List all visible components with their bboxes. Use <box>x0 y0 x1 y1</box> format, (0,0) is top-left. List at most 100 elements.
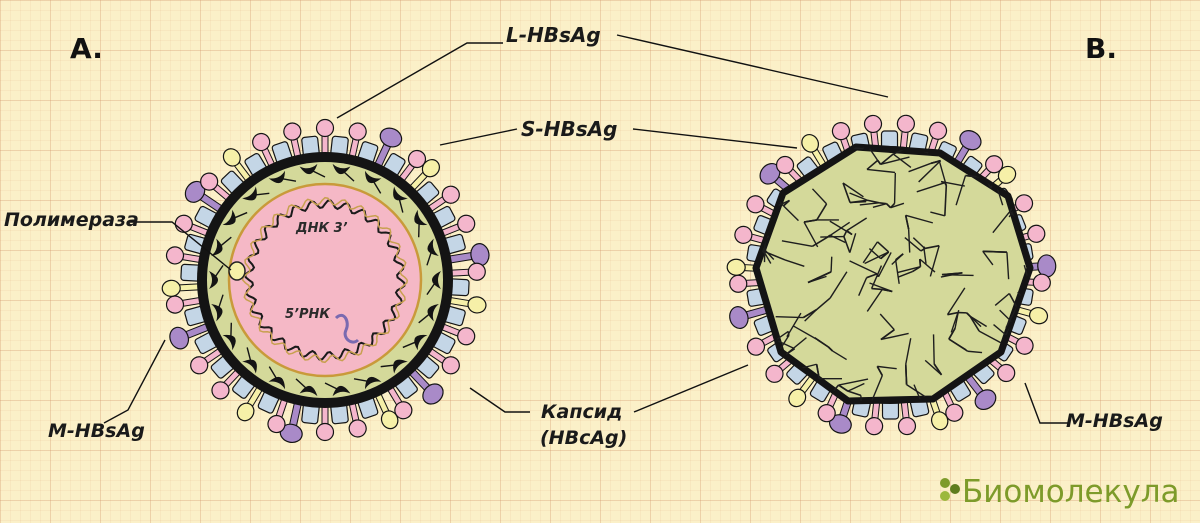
capsid-divider <box>278 177 297 182</box>
capsid-divider <box>216 294 224 312</box>
capsid-crack <box>860 395 863 401</box>
capsid-divider <box>380 363 399 368</box>
capsid-crack <box>756 181 758 187</box>
capsid-crack <box>944 185 948 216</box>
capsid-subunit-shape <box>393 186 408 201</box>
capsid-crack <box>838 378 869 386</box>
capsid-crack <box>938 159 947 186</box>
surface-antigen <box>729 303 777 330</box>
panel-label-a: A. <box>70 32 103 65</box>
capsid-subunit <box>427 238 439 256</box>
logo-text: Биомолекула <box>962 474 1180 510</box>
core-interior <box>227 182 423 378</box>
capsid-crack <box>846 217 868 232</box>
s-hbsag-head <box>897 416 917 436</box>
s-hbsag-head <box>863 114 883 134</box>
capsid-crack <box>847 382 865 392</box>
leader-s-hbsag-a <box>439 128 518 146</box>
capsid-crack <box>804 309 818 322</box>
capsid-crack <box>784 259 805 268</box>
capsid-crack <box>998 395 1008 401</box>
capsid-crack <box>882 288 893 293</box>
capsid-divider <box>230 211 248 221</box>
capsid-subunit <box>268 170 285 184</box>
capsid-divider <box>230 322 233 341</box>
capsid-crack <box>811 188 828 205</box>
leader-capsid-a <box>469 387 530 413</box>
capsid-divider <box>212 264 224 281</box>
capsid-crack <box>904 237 922 252</box>
capsid-crack <box>904 364 908 385</box>
capsid-crack <box>893 172 897 204</box>
capsid-subunit-shape <box>268 170 285 184</box>
leader-lines <box>103 34 1070 424</box>
capsid-crack <box>796 147 800 151</box>
capsid-subunit-shape <box>427 304 439 322</box>
capsid-divider <box>324 382 342 392</box>
capsid-crack <box>867 199 880 204</box>
capsid-crack <box>978 330 1002 344</box>
s-hbsag-head <box>831 122 851 141</box>
dna-label: ДНК 3’ <box>295 221 348 236</box>
capsid-crack <box>779 335 790 350</box>
capsid-crack <box>913 384 922 401</box>
capsid-crack <box>803 219 817 223</box>
s-hbsag-head <box>1014 194 1034 213</box>
capsid-crack <box>877 159 882 165</box>
capsid-crack <box>843 230 848 237</box>
label-s-hbsag: S-HBsAg <box>521 117 617 141</box>
virion-a: ДНК 3’ 5’РНК <box>161 118 490 444</box>
logo-dot-icon <box>950 484 960 494</box>
capsid-subunit <box>211 238 223 256</box>
capsid-crack <box>923 246 927 264</box>
capsid-divider <box>426 248 434 266</box>
capsid-subunit <box>414 334 428 351</box>
l-hbsag-head <box>379 127 403 148</box>
capsid-crack <box>897 270 913 278</box>
capsid-crack <box>908 162 932 173</box>
capsid-crack <box>948 327 956 340</box>
s-hbsag-head <box>457 327 476 346</box>
capsid-crack <box>994 395 1008 401</box>
capsid-crack <box>892 153 912 168</box>
capsid-crack <box>866 273 878 279</box>
capsid-subunit-shape <box>242 186 257 201</box>
capsid-subunit-shape <box>414 334 428 351</box>
capsid-crack <box>877 252 892 278</box>
capsid-subunit-shape <box>211 304 223 322</box>
capsid-crack <box>866 168 896 174</box>
leader-l-hbsag-a <box>336 42 503 119</box>
capsid-subunit <box>242 186 257 201</box>
l-hbsag-head <box>169 326 190 350</box>
rna-label: 5’РНК <box>285 307 331 322</box>
label-m-hbsag-right: M-HBsAg <box>1066 410 1163 432</box>
capsid-crack <box>872 203 887 209</box>
s-hbsag-head <box>997 363 1016 383</box>
capsid-crack <box>946 287 966 316</box>
capsid-crack <box>870 375 883 401</box>
virion-b <box>726 114 1057 436</box>
capsid-crack <box>847 390 862 397</box>
capsid-subunit-shape <box>365 170 382 184</box>
capsid-divider <box>295 378 310 392</box>
s-hbsag-head <box>283 122 302 141</box>
capsid-crack <box>877 365 897 370</box>
capsid-crack <box>947 311 959 316</box>
capsid-crack <box>817 339 829 348</box>
capsid-crack <box>849 233 857 253</box>
capsid-crack <box>772 389 777 401</box>
capsid-crack <box>778 340 795 350</box>
label-hbcag: (HBcAg) <box>540 427 627 449</box>
capsid-subunit <box>222 334 236 351</box>
capsid-subunit <box>414 209 428 226</box>
capsid-crack <box>905 214 934 224</box>
capsid-crack <box>815 364 820 379</box>
m-hbsag-head <box>380 410 399 430</box>
m-hbsag-head <box>997 165 1017 184</box>
m-hbsag-head <box>236 402 255 422</box>
label-capsid: Капсид <box>541 401 622 423</box>
capsid-crack <box>850 200 867 204</box>
capsid-crack <box>924 359 942 376</box>
capsid-subunit <box>365 376 382 390</box>
